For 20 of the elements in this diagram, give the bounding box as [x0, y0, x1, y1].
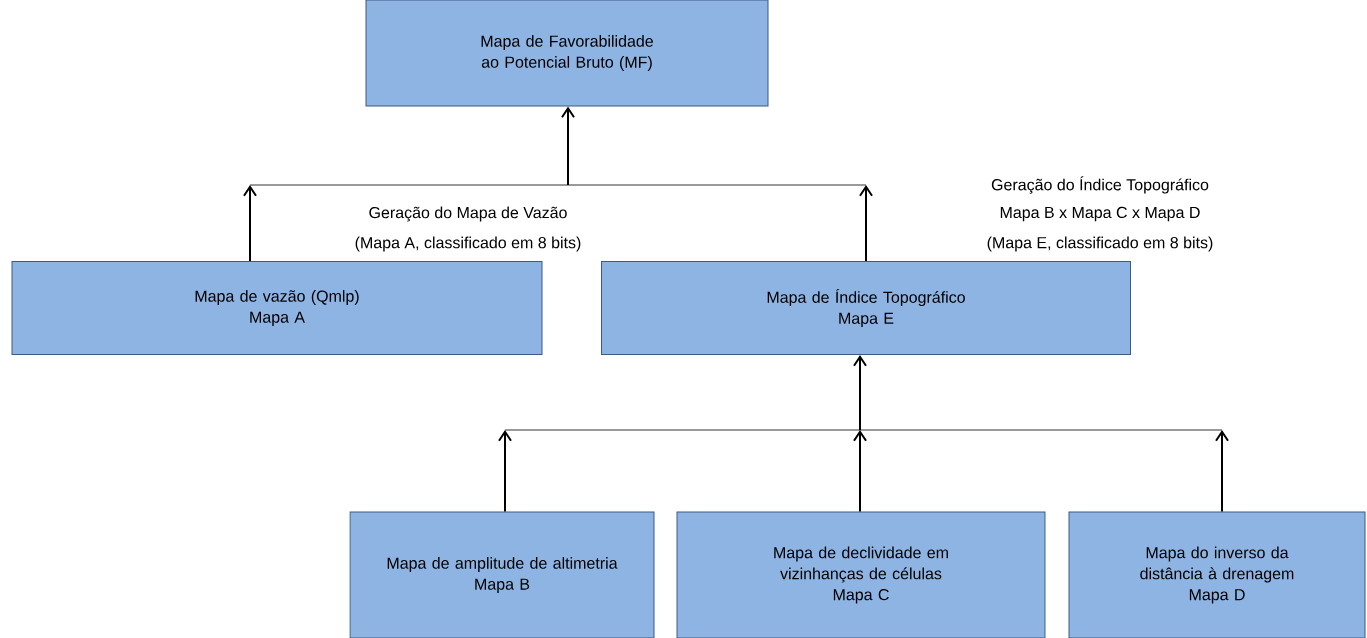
map-box: Mapa de amplitude de altimetria Mapa B — [349, 511, 655, 638]
arrow — [1215, 430, 1229, 513]
connector-bus — [504, 429, 1223, 431]
annotation-text: Geração do Índice Topográfico — [991, 176, 1209, 194]
annotation-text: Geração do Mapa de Vazão — [369, 206, 567, 222]
annotation-text: (Mapa A, classificado em 8 bits) — [355, 236, 581, 252]
arrow — [243, 185, 257, 262]
arrow — [853, 355, 867, 431]
annotation-text: Mapa B x Mapa C x Mapa D — [1000, 206, 1200, 222]
map-box: Mapa do inverso da distância à drenagem Mapa D — [1068, 511, 1366, 638]
arrow — [498, 430, 512, 513]
arrow — [859, 185, 873, 262]
arrow — [561, 106, 575, 186]
annotation-text: (Mapa E, classificado em 8 bits) — [987, 236, 1213, 252]
connector-bus — [249, 184, 867, 186]
map-box: Mapa de Favorabilidade ao Potencial Bruto (MF) — [365, 0, 769, 107]
arrow — [853, 430, 867, 513]
map-box: Mapa de Índice Topográfico Mapa E — [601, 261, 1131, 355]
map-box: Mapa de declividade em vizinhanças de células Mapa C — [676, 511, 1046, 638]
map-box: Mapa de vazão (Qmlp) Mapa A — [11, 261, 543, 355]
